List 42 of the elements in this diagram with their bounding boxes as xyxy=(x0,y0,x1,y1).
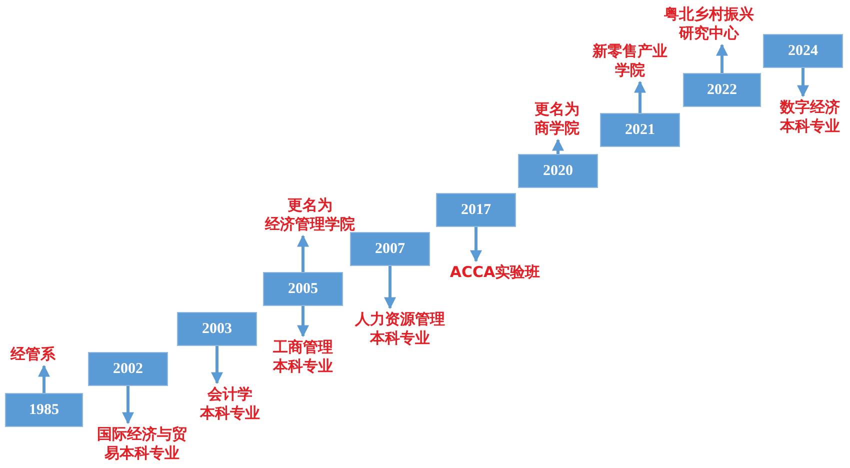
arrow xyxy=(384,266,396,310)
year-box xyxy=(683,73,761,107)
year-label: 1985 xyxy=(29,402,59,418)
arrow xyxy=(716,44,728,73)
year-box xyxy=(5,393,83,427)
year-box xyxy=(600,113,680,147)
year-label: 2024 xyxy=(788,42,818,60)
year-box xyxy=(763,34,843,68)
year-label: 2017 xyxy=(461,202,491,218)
milestone-text: 会计学本科专业 xyxy=(200,385,260,423)
milestone-text: 国际经济与贸易本科专业 xyxy=(97,425,187,463)
milestone-text: 工商管理本科专业 xyxy=(273,338,333,376)
milestone-text: 新零售产业学院 xyxy=(592,42,668,80)
year-box xyxy=(177,312,257,346)
arrow xyxy=(552,138,564,154)
year-box xyxy=(518,154,598,188)
arrow xyxy=(38,364,50,393)
arrow xyxy=(470,227,482,262)
year-box xyxy=(350,232,430,266)
milestone-text: 经管系 xyxy=(10,345,56,364)
milestone-text: 数字经济本科专业 xyxy=(780,98,840,136)
arrow xyxy=(211,346,223,384)
year-label: 2020 xyxy=(543,162,573,180)
arrow xyxy=(297,234,309,272)
year-box xyxy=(88,352,168,386)
arrow xyxy=(297,306,309,338)
milestone-text: ACCA实验班 xyxy=(450,263,540,282)
arrow xyxy=(797,68,809,98)
arrow xyxy=(634,80,646,113)
milestone-text: 更名为商学院 xyxy=(534,100,580,138)
year-box xyxy=(263,272,343,306)
milestone-text: 粤北乡村振兴研究中心 xyxy=(664,5,754,43)
milestone-text: 人力资源管理本科专业 xyxy=(355,310,445,348)
year-label: 2021 xyxy=(625,122,655,138)
year-label: 2022 xyxy=(707,82,737,98)
milestone-text: 更名为经济管理学院 xyxy=(265,196,355,234)
year-label: 2007 xyxy=(375,240,405,258)
year-label: 2002 xyxy=(113,360,143,378)
arrow xyxy=(122,386,134,424)
year-label: 2005 xyxy=(288,280,318,298)
year-box xyxy=(436,193,516,227)
year-label: 2003 xyxy=(202,320,232,338)
